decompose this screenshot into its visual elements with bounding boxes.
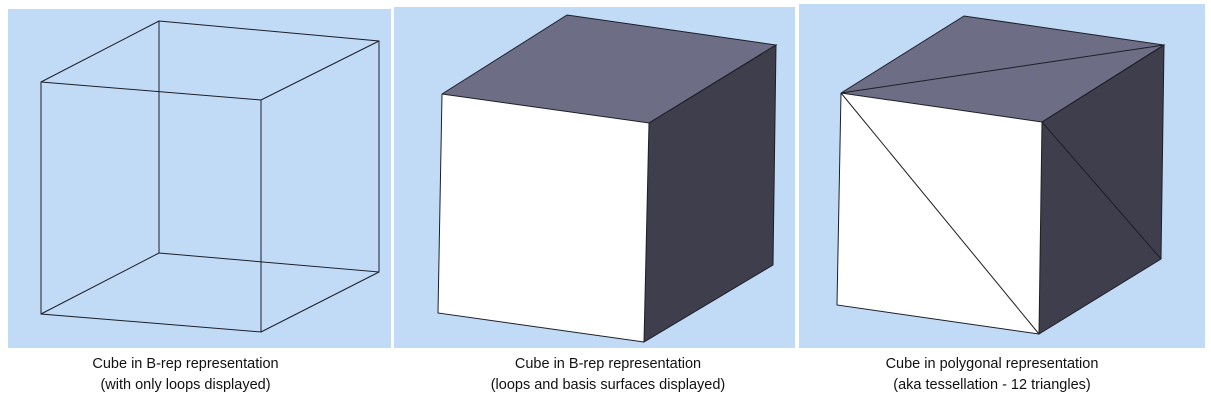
- wireframe-cube-panel: [8, 9, 391, 348]
- side-face: [644, 45, 776, 342]
- edge: [40, 252, 160, 315]
- edge: [260, 40, 380, 101]
- side-diagonal: [1041, 121, 1162, 260]
- front-loop: [836, 92, 1040, 335]
- caption-title: Cube in B-rep representation: [514, 356, 702, 372]
- edge: [260, 271, 380, 333]
- edge: [40, 20, 160, 83]
- top-diagonal: [840, 44, 1165, 94]
- caption-tessellated: Cube in polygonal representation (aka te…: [802, 354, 1182, 396]
- caption-subtitle: (aka tessellation - 12 triangles): [893, 377, 1091, 393]
- front-loop: [437, 93, 645, 343]
- wireframe-cube-figure: [8, 9, 391, 348]
- caption-subtitle: (with only loops displayed): [100, 377, 271, 393]
- caption-solid: Cube in B-rep representation (loops and …: [418, 354, 798, 396]
- tessellated-cube-figure: [799, 4, 1205, 348]
- cube-edges: [437, 14, 778, 343]
- front-face: [438, 94, 649, 342]
- front-diagonal: [840, 92, 1040, 335]
- triangle-edges: [836, 15, 1166, 335]
- caption-title: Cube in polygonal representation: [885, 356, 1099, 372]
- caption-wireframe: Cube in B-rep representation (with only …: [8, 354, 363, 396]
- side-face: [1039, 45, 1164, 334]
- solid-cube-figure: [394, 7, 795, 348]
- side-loop: [643, 44, 777, 343]
- caption-title: Cube in B-rep representation: [92, 356, 279, 372]
- cube-edges: [40, 20, 380, 333]
- panel-background: [8, 9, 391, 348]
- caption-subtitle: (loops and basis surfaces displayed): [490, 377, 726, 393]
- solid-cube-panel: [394, 7, 795, 348]
- tessellated-cube-panel: [799, 4, 1205, 348]
